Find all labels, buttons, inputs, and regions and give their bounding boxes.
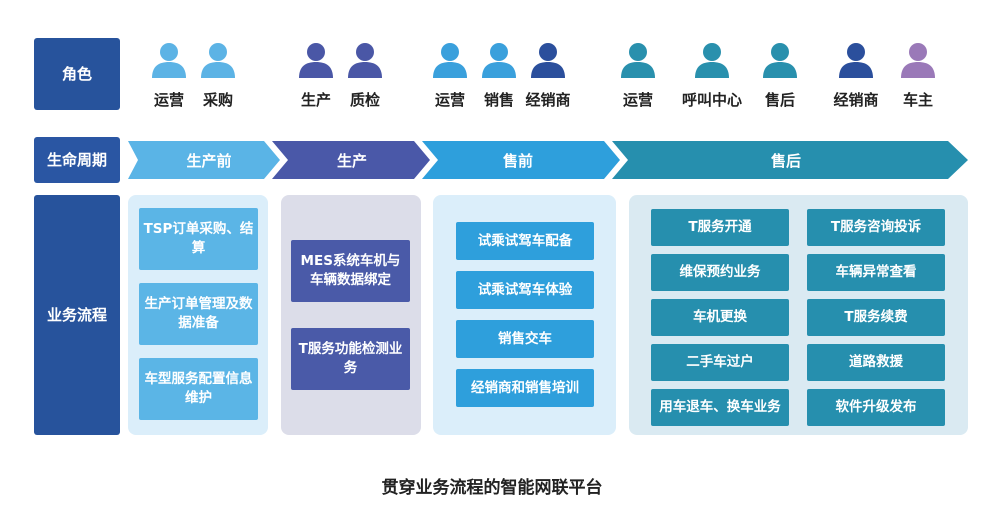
role-name: 质检 [349, 91, 381, 109]
flow-box: 车型服务配置信息维护 [139, 358, 258, 420]
flow-box: T服务功能检测业务 [291, 328, 410, 390]
chevron-pre-production [128, 141, 280, 179]
role-name: 销售 [483, 91, 515, 109]
role-name: 采购 [202, 91, 234, 109]
flow-box: 用车退车、换车业务 [651, 389, 789, 426]
chevron-after-sales [612, 141, 968, 179]
flow-box: T服务咨询投诉 [807, 209, 945, 246]
person-icon [900, 42, 936, 78]
flow-box: 二手车过户 [651, 344, 789, 381]
flow-box: TSP订单采购、结算 [139, 208, 258, 270]
chevron-pre-sales [422, 141, 620, 179]
role-name: 经销商 [833, 91, 879, 109]
role-name: 生产 [300, 91, 332, 109]
flow-box: 生产订单管理及数据准备 [139, 283, 258, 345]
person-icon [838, 42, 874, 78]
lifecycle-row-label: 生命周期 [34, 137, 120, 183]
flow-box: 车机更换 [651, 299, 789, 336]
role-row-label: 角色 [34, 38, 120, 110]
flow-box: 销售交车 [456, 320, 594, 358]
role-name: 运营 [434, 91, 466, 109]
lifecycle-chevrons [128, 141, 968, 179]
flow-box: 维保预约业务 [651, 254, 789, 291]
person-icon [432, 42, 468, 78]
flow-row-label: 业务流程 [34, 195, 120, 435]
diagram-caption: 贯穿业务流程的智能网联平台 [381, 478, 603, 498]
person-icon [530, 42, 566, 78]
flow-box: T服务续费 [807, 299, 945, 336]
flow-box: 软件升级发布 [807, 389, 945, 426]
stage-label-production: 生产 [336, 152, 368, 170]
person-icon [694, 42, 730, 78]
person-icon [347, 42, 383, 78]
flow-box: MES系统车机与车辆数据绑定 [291, 240, 410, 302]
role-name: 运营 [622, 91, 654, 109]
person-icon [481, 42, 517, 78]
flow-box: 试乘试驾车配备 [456, 222, 594, 260]
person-icon [298, 42, 334, 78]
flow-box: 试乘试驾车体验 [456, 271, 594, 309]
stage-label-pre-sales: 售前 [502, 152, 534, 170]
chevron-production [272, 141, 430, 179]
stage-label-after-sales: 售后 [770, 152, 802, 170]
role-name: 经销商 [525, 91, 571, 109]
role-name: 售后 [764, 91, 796, 109]
person-icon [151, 42, 187, 78]
person-icon [620, 42, 656, 78]
person-icon [200, 42, 236, 78]
role-name: 运营 [153, 91, 185, 109]
flow-box: 经销商和销售培训 [456, 369, 594, 407]
role-name: 呼叫中心 [681, 91, 743, 109]
panel-production [281, 195, 421, 435]
role-name: 车主 [902, 91, 934, 109]
flow-box: 车辆异常查看 [807, 254, 945, 291]
person-icon [762, 42, 798, 78]
flow-box: T服务开通 [651, 209, 789, 246]
stage-label-pre-production: 生产前 [186, 152, 232, 170]
flow-box: 道路救援 [807, 344, 945, 381]
